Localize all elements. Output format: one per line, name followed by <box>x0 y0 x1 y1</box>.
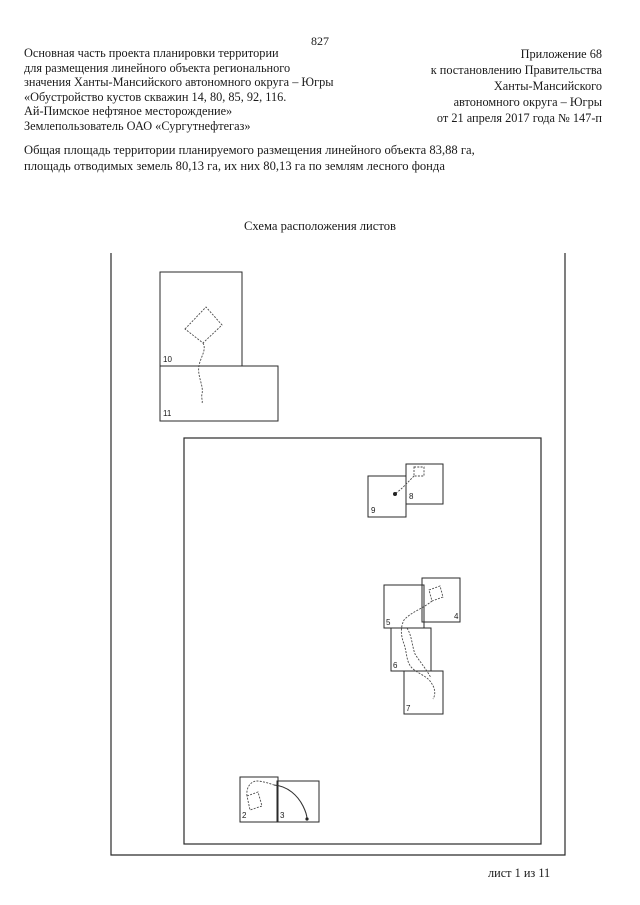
sheet-label-3: 3 <box>280 811 285 820</box>
header-left-line: Землепользователь ОАО «Сургутнефтегаз» <box>24 118 251 133</box>
header-right-line: к постановлению Правительства <box>430 63 602 77</box>
site-plot <box>413 466 425 477</box>
sheet-frame-2 <box>239 776 279 823</box>
sheet-label-9: 9 <box>371 506 376 515</box>
header-left-line: «Обустройство кустов скважин 14, 80, 85,… <box>24 89 287 104</box>
area-summary-line: Общая площадь территории планируемого ра… <box>24 143 475 157</box>
sheet-label-11: 11 <box>163 409 172 418</box>
page-number: 827 <box>311 34 329 48</box>
outer-frame <box>110 253 566 856</box>
route-line <box>395 475 415 494</box>
sheet-label-7: 7 <box>406 704 411 713</box>
well-marker <box>393 492 397 496</box>
site-plot <box>428 585 444 602</box>
route-line <box>273 784 308 820</box>
sheet-label-5: 5 <box>386 618 391 627</box>
header-left-line: Основная часть проекта планировки террит… <box>24 46 279 60</box>
header-left-line: Ай-Пимское нефтяное месторождение» <box>24 104 233 119</box>
area-summary: Общая площадь территории планируемого ра… <box>24 143 475 174</box>
sheet-counter: лист 1 из 11 <box>488 866 551 880</box>
sheet-frame-4 <box>421 577 461 623</box>
area-summary-line: площадь отводимых земель 80,13 га, их ни… <box>24 158 445 173</box>
scheme-title: Схема расположения листов <box>244 219 396 233</box>
inner-frame <box>183 437 542 845</box>
header-left-line: для размещения линейного объекта региона… <box>24 60 291 75</box>
header-right: Приложение 68 к постановлению Правительс… <box>362 46 602 126</box>
header-left: Основная часть проекта планировки террит… <box>24 46 384 134</box>
route-line <box>400 600 436 700</box>
sheet-frame-7 <box>403 670 444 715</box>
sheet-label-2: 2 <box>242 811 247 820</box>
route-line <box>198 342 205 404</box>
header-right-line: автономного округа – Югры <box>453 95 602 109</box>
sheet-label-10: 10 <box>163 355 172 364</box>
site-plot <box>246 791 263 811</box>
sheet-frame-10 <box>159 271 243 367</box>
well-marker <box>305 817 309 821</box>
sheet-frame-3 <box>276 780 320 823</box>
header-right-line: Ханты-Мансийского <box>493 79 602 93</box>
route-line <box>246 780 275 797</box>
header-left-line: значения Ханты-Мансийского автономного о… <box>24 75 334 90</box>
header-right-line: от 21 апреля 2017 года № 147-п <box>436 111 602 125</box>
site-plot <box>184 306 223 344</box>
sheet-label-4: 4 <box>454 612 459 621</box>
sheet-label-6: 6 <box>393 661 398 670</box>
sheet-frame-11 <box>159 365 279 422</box>
header-right-line: Приложение 68 <box>520 47 602 61</box>
route-line <box>406 627 432 679</box>
sheet-label-8: 8 <box>409 492 414 501</box>
